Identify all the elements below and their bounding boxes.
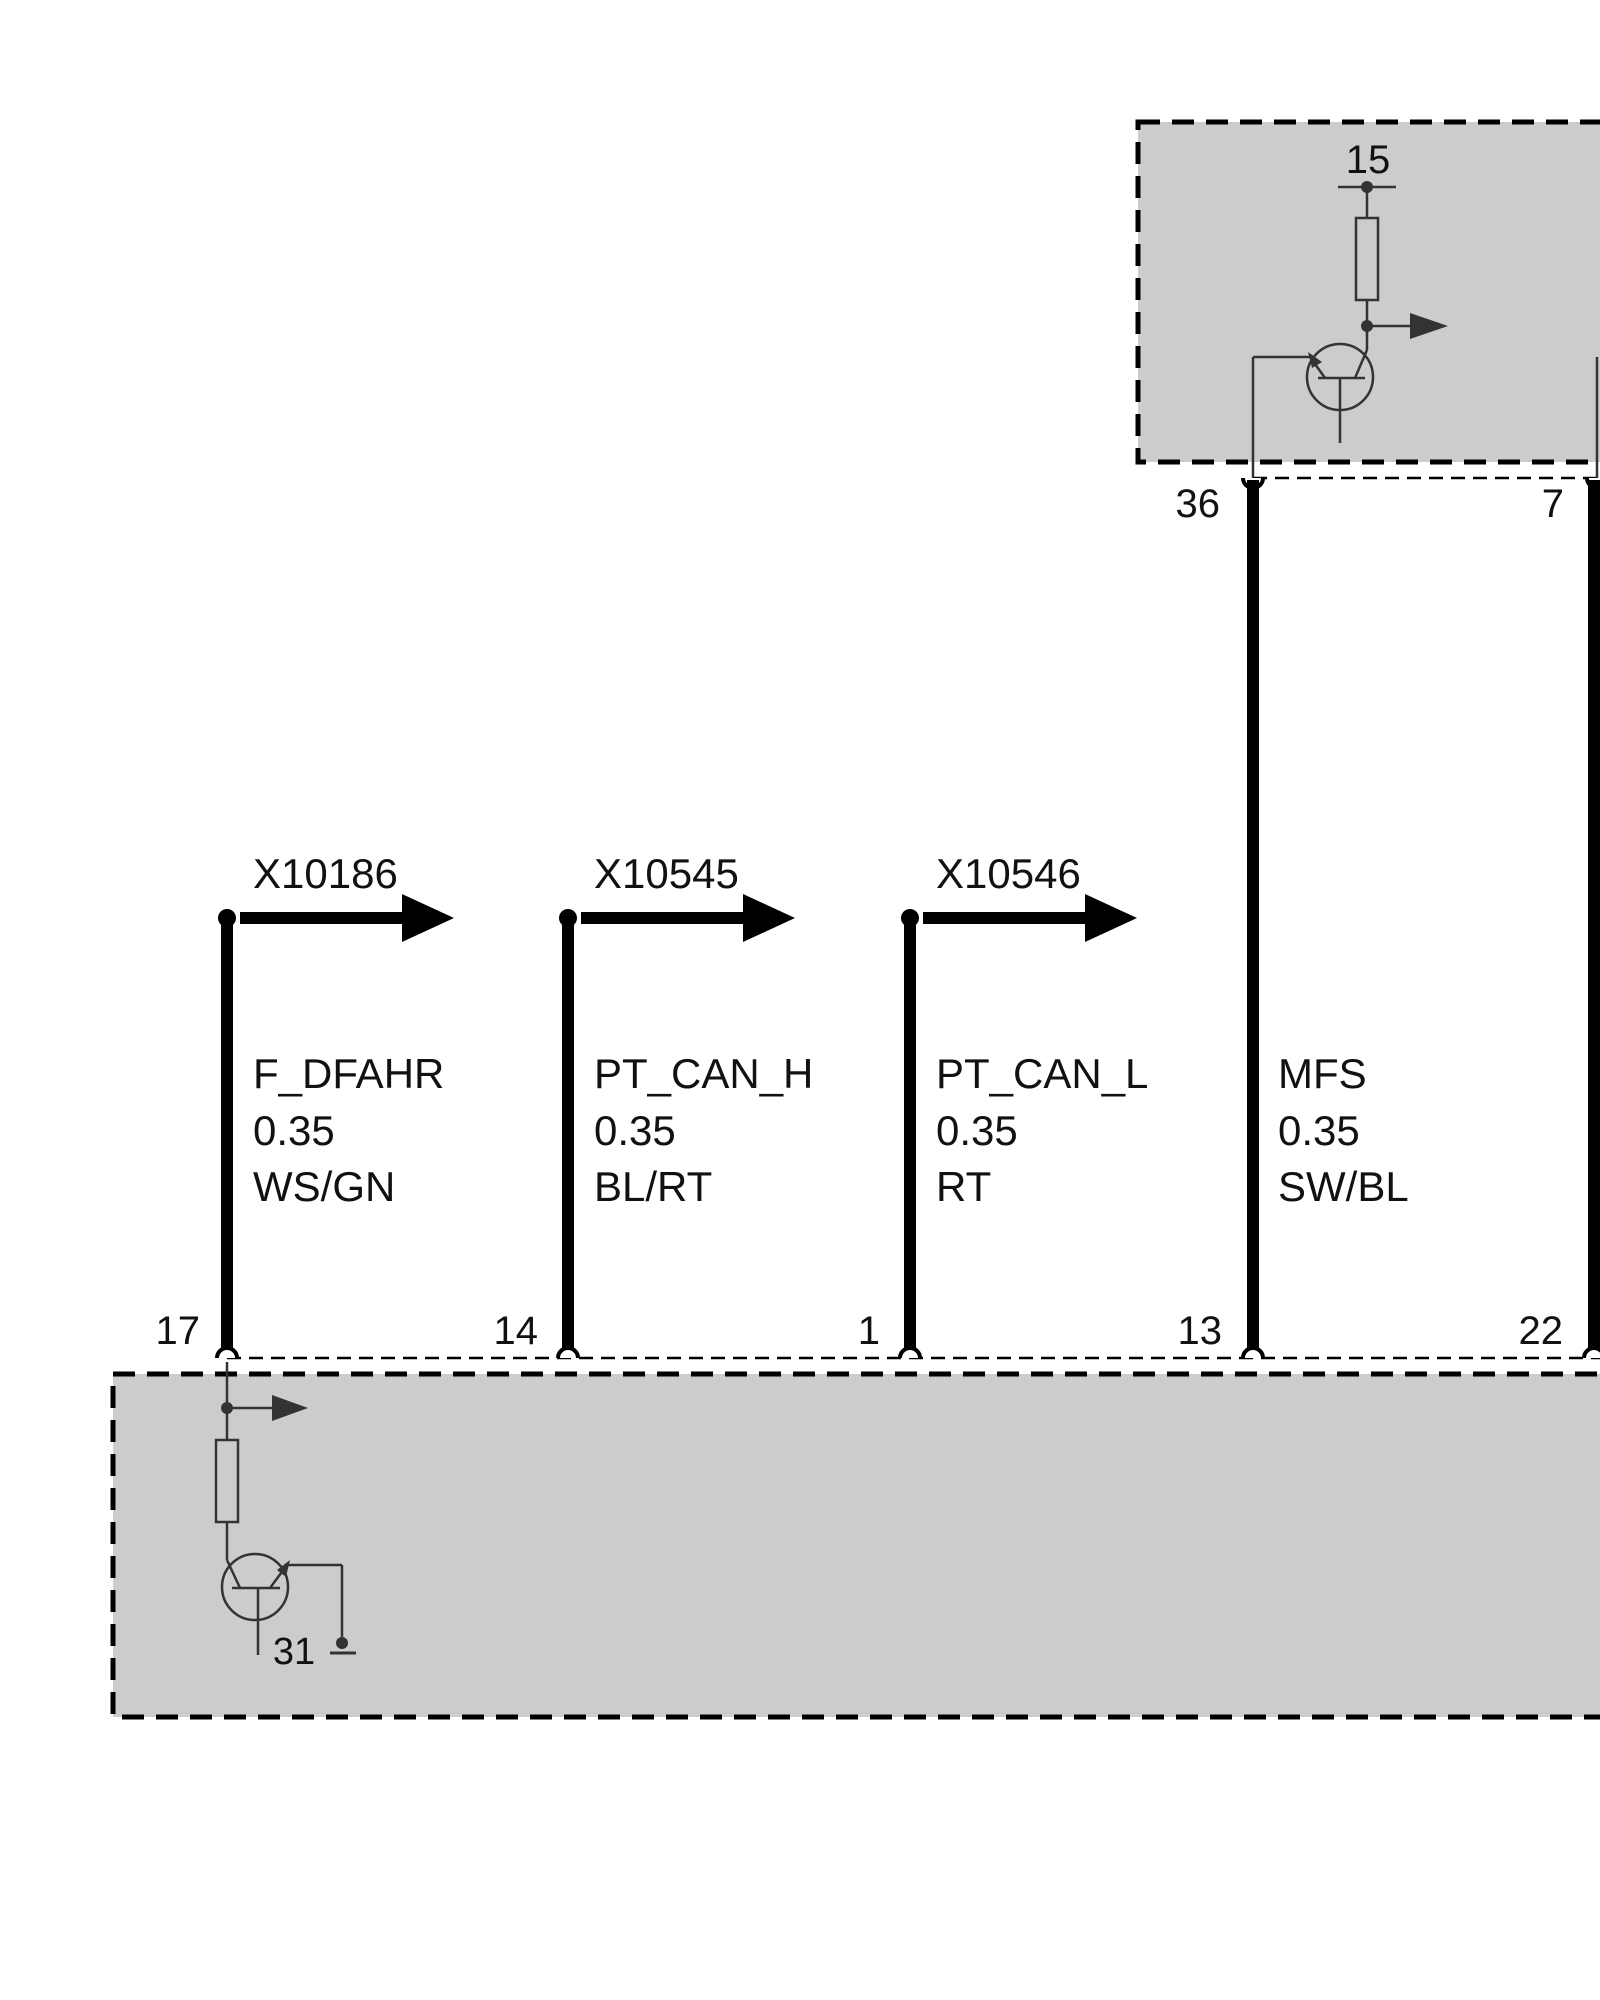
wire-gauge-2: 0.35 [594, 1107, 676, 1154]
arrow-icon [402, 894, 454, 942]
arrow-icon [1410, 313, 1448, 339]
wire-signal-2: PT_CAN_H [594, 1050, 813, 1097]
bottom-pin-22 [1582, 1346, 1600, 1359]
top-module: 15 36 7 [1135, 119, 1600, 526]
wire-gauge-1: 0.35 [253, 1107, 335, 1154]
transistor-icon [1305, 342, 1375, 443]
wire-color-3: RT [936, 1163, 991, 1210]
top-pin-label-36: 36 [1176, 482, 1221, 526]
connector-x10186[interactable] [218, 894, 454, 942]
wire-gauge-3: 0.35 [936, 1107, 1018, 1154]
bottom-ground-label: 31 [273, 1631, 315, 1673]
wire-signal-3: PT_CAN_L [936, 1050, 1148, 1097]
connector-x10545[interactable] [559, 894, 795, 942]
bottom-pin-1 [898, 1346, 922, 1359]
connector-x10546[interactable] [901, 894, 1137, 942]
wire-color-1: WS/GN [253, 1163, 395, 1210]
connector-arrows [218, 894, 1137, 942]
connector-label-3: X10546 [936, 850, 1081, 897]
top-pin-label-7: 7 [1542, 482, 1564, 526]
bottom-pin-label-14: 14 [494, 1309, 539, 1353]
bottom-pin-label-17: 17 [156, 1309, 201, 1353]
bottom-pin-label-1: 1 [858, 1309, 880, 1353]
bottom-module: 17 14 1 13 22 31 [110, 1309, 1600, 1720]
wire-color-2: BL/RT [594, 1163, 712, 1210]
wire-signal-1: F_DFAHR [253, 1050, 444, 1097]
wire-color-4: SW/BL [1278, 1163, 1409, 1210]
connector-label-1: X10186 [253, 850, 398, 897]
bottom-pin-label-22: 22 [1519, 1309, 1564, 1353]
top-supply-label: 15 [1346, 138, 1391, 182]
bottom-pin-17 [215, 1346, 239, 1359]
ground-icon [330, 1637, 356, 1655]
arrow-icon [1085, 894, 1137, 942]
arrow-icon [272, 1395, 308, 1421]
bottom-pin-label-13: 13 [1178, 1309, 1223, 1353]
wire-signal-4: MFS [1278, 1050, 1367, 1097]
wire-labels: F_DFAHR 0.35 WS/GN PT_CAN_H 0.35 BL/RT P… [253, 1050, 1409, 1210]
bottom-module-box [110, 1371, 1600, 1720]
transistor-icon [220, 1552, 290, 1655]
wires [221, 480, 1600, 1350]
wire-gauge-4: 0.35 [1278, 1107, 1360, 1154]
top-module-box [1135, 119, 1600, 465]
arrow-icon [743, 894, 795, 942]
bottom-pin-13 [1241, 1346, 1265, 1359]
connector-label-2: X10545 [594, 850, 739, 897]
bottom-pin-14 [556, 1346, 580, 1359]
